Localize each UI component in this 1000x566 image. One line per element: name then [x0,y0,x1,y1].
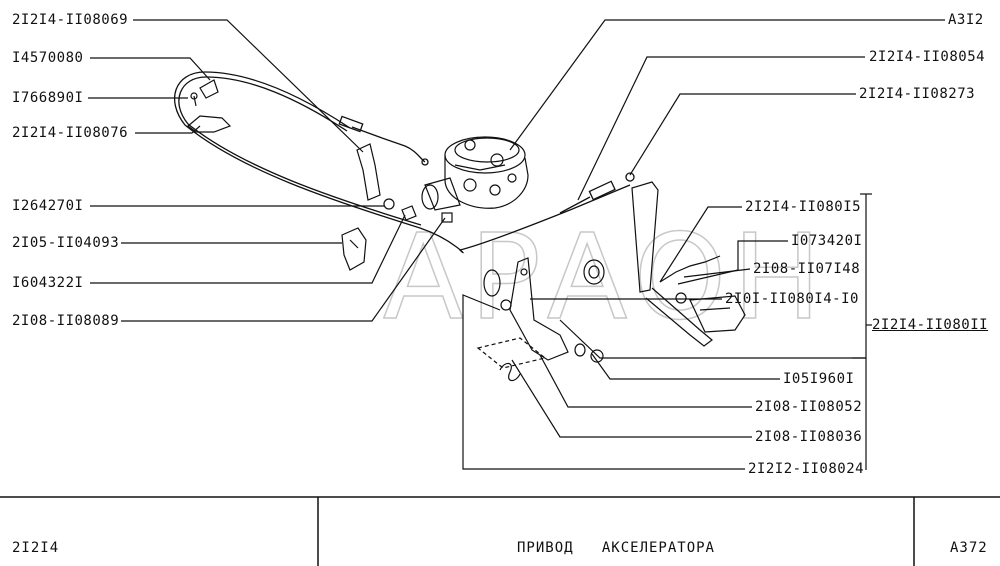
label-2i2i4-ii08076: 2I2I4-II08076 [12,125,129,141]
label-i05i960i: I05I960I [783,371,855,387]
label-i766890i: I766890I [12,90,84,106]
leader-lines [88,19,945,470]
label-2i2i4-ii08273: 2I2I4-II08273 [859,86,976,102]
label-i073420i: I073420I [791,233,863,249]
watermark: АРАОН [383,208,827,346]
label-2i2i4-ii08054: 2I2I4-II08054 [869,49,986,65]
carburetor [421,136,529,211]
label-i264270i: I264270I [12,198,84,214]
label-2i2i4-ii08069: 2I2I4-II08069 [12,12,129,28]
label-2i08-ii08089: 2I08-II08089 [12,313,120,329]
label-2i08-ii08052: 2I08-II08052 [755,399,863,415]
label-2i2i2-ii08024: 2I2I2-II08024 [748,461,865,477]
clips-and-brackets [187,79,453,271]
accelerator-cable [174,71,635,254]
label-2i2i4-ii080ii: 2I2I4-II080II [872,317,989,333]
footer-page: A372 [950,540,988,556]
label-2i08-ii07i48: 2I08-II07I48 [753,261,861,277]
label-2i0i-ii080i4-i0: 2I0I-II080I4-I0 [725,291,859,307]
label-i4570080: I4570080 [12,50,84,66]
label-2i08-ii08036: 2I08-II08036 [755,429,863,445]
label-a3i2: A3I2 [948,12,984,28]
footer-title: ПРИВОД АКСЕЛЕРАТОРА [516,540,715,556]
footer-frame [0,496,1000,566]
footer-model: 2I2I4 [12,540,60,556]
label-i604322i: I604322I [12,275,84,291]
pedal-assembly [476,181,746,382]
label-2i05-ii04093: 2I05-II04093 [12,235,120,251]
label-2i2i4-ii080i5: 2I2I4-II080I5 [745,199,862,215]
